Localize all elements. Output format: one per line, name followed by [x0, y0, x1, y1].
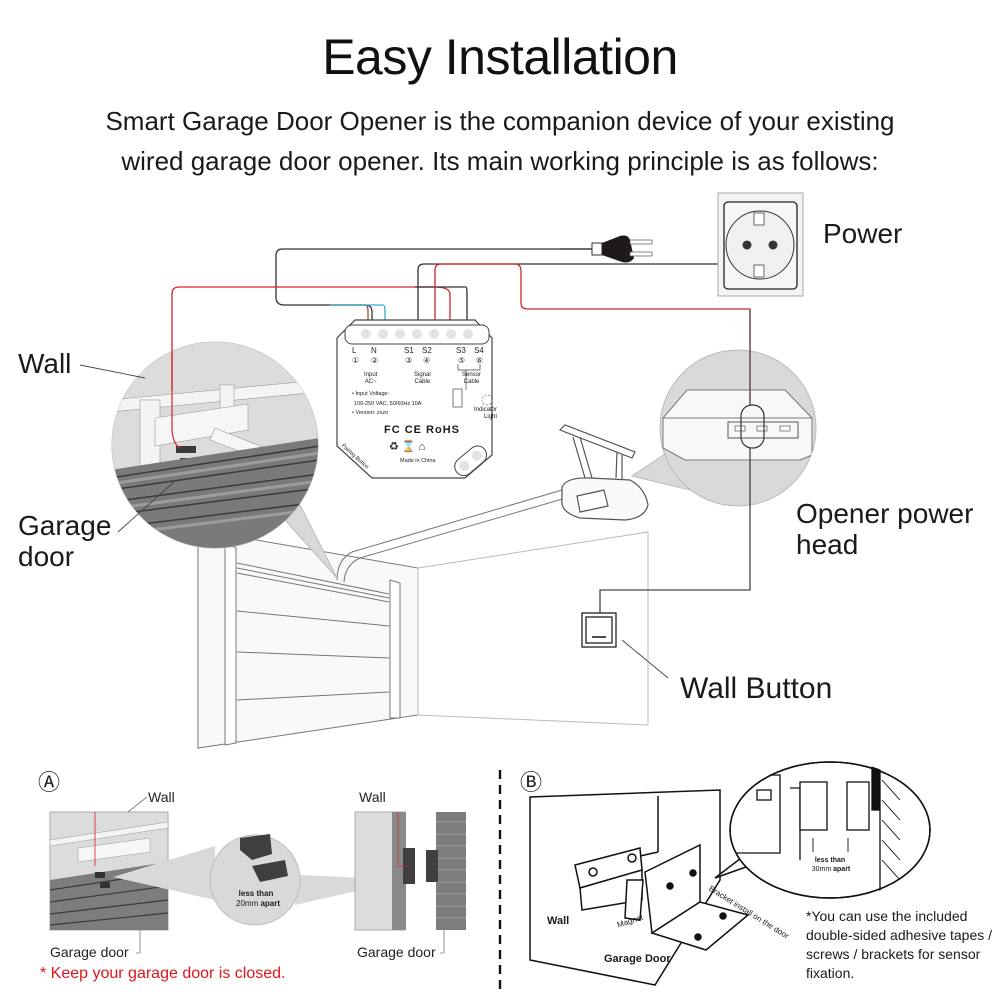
- terminal-s1-num: ③: [405, 356, 413, 365]
- power-label: Power: [823, 218, 903, 249]
- terminal-s3-num: ⑤: [458, 356, 466, 365]
- indicator-light-label: Indicator Light: [474, 407, 498, 420]
- section-a-garage-door-left: Garage door: [50, 944, 129, 960]
- terminal-l: L: [352, 346, 357, 355]
- section-b-note-line: double-sided adhesive tapes /: [806, 927, 993, 943]
- leader-lines: [79, 364, 669, 679]
- wiring: [171, 248, 751, 613]
- terminal-s4: S4: [474, 346, 484, 355]
- section-a-distance-line1: less than: [238, 889, 274, 898]
- recycle-icon: ♻ ⌛ ⌂: [389, 441, 426, 453]
- section-a-diagram: [49, 796, 466, 954]
- distance-value: 20mm: [236, 899, 259, 908]
- page-title: Easy Installation: [322, 29, 678, 85]
- wall-detail-bubble: [111, 341, 319, 549]
- terminal-s3: S3: [456, 346, 466, 355]
- section-a-garage-door-right: Garage door: [357, 944, 436, 960]
- section-b-wall-label: Wall: [547, 915, 570, 927]
- distance-unit-word: apart: [260, 899, 281, 908]
- section-b-diagram: [529, 760, 931, 986]
- terminal-s1: S1: [404, 346, 414, 355]
- section-a-note: * Keep your garage door is closed.: [40, 965, 286, 982]
- section-a-marker: Ⓐ: [38, 770, 61, 795]
- signal-cable-label: Signal Cable: [414, 372, 431, 385]
- distance-value: 30mm: [811, 866, 832, 873]
- section-b-distance-line1: less than: [814, 857, 846, 864]
- terminal-n-num: ②: [371, 356, 379, 365]
- spec-voltage-label: • Input Voltage:: [352, 391, 390, 397]
- section-b-note: *You can use the included double-sided a…: [806, 907, 992, 983]
- sensor-cable-label: Sensor Cable: [462, 372, 482, 385]
- input-ac-label: Input AC~: [364, 372, 378, 385]
- terminal-l-num: ①: [352, 356, 360, 365]
- wall-button: [581, 612, 617, 648]
- power-plug: [560, 235, 653, 263]
- distance-unit-word: apart: [833, 866, 851, 873]
- section-b-note-line: *You can use the included: [806, 908, 968, 924]
- subtitle-line-2: wired garage door opener. Its main worki…: [121, 146, 879, 176]
- subtitle-line-1: Smart Garage Door Opener is the companio…: [105, 106, 895, 136]
- section-b-note-line: screws / brackets for sensor: [806, 946, 981, 962]
- smart-module: [336, 319, 493, 479]
- opener-label-line1: Opener power: [796, 498, 974, 529]
- wall-label: Wall: [18, 348, 72, 379]
- terminal-s4-num: ⑥: [476, 356, 484, 365]
- terminal-s2: S2: [422, 346, 432, 355]
- section-b-distance-line2: 30mm apart: [804, 866, 858, 873]
- section-b-note-line: fixation.: [806, 965, 855, 981]
- made-in-label: Made in China: [400, 458, 436, 464]
- section-a-wall-label-left: Wall: [148, 789, 175, 805]
- terminal-s2-num: ④: [423, 356, 431, 365]
- opener-label-line2: head: [796, 529, 859, 560]
- section-b-marker: Ⓑ: [520, 770, 543, 795]
- garage-door-label-line2: door: [18, 541, 75, 572]
- opener-power-head: [558, 424, 649, 521]
- terminal-n: N: [371, 346, 377, 355]
- spec-version: • Version: zxzo: [352, 410, 389, 416]
- opener-detail-bubble: [659, 349, 817, 507]
- section-a-wall-label-right: Wall: [359, 789, 386, 805]
- garage-room: [197, 489, 649, 749]
- section-a-distance-line2: 20mm apart: [236, 899, 280, 908]
- certification-marks: FC CE RoHS: [384, 424, 460, 436]
- garage-door-label-line1: Garage: [18, 510, 112, 541]
- section-b-garage-door-label: Garage Door: [604, 953, 671, 965]
- spec-voltage-value: 100-250 VAC, 50/60Hz 10A: [354, 401, 422, 407]
- wall-socket: [717, 192, 804, 297]
- wall-button-label: Wall Button: [680, 672, 833, 705]
